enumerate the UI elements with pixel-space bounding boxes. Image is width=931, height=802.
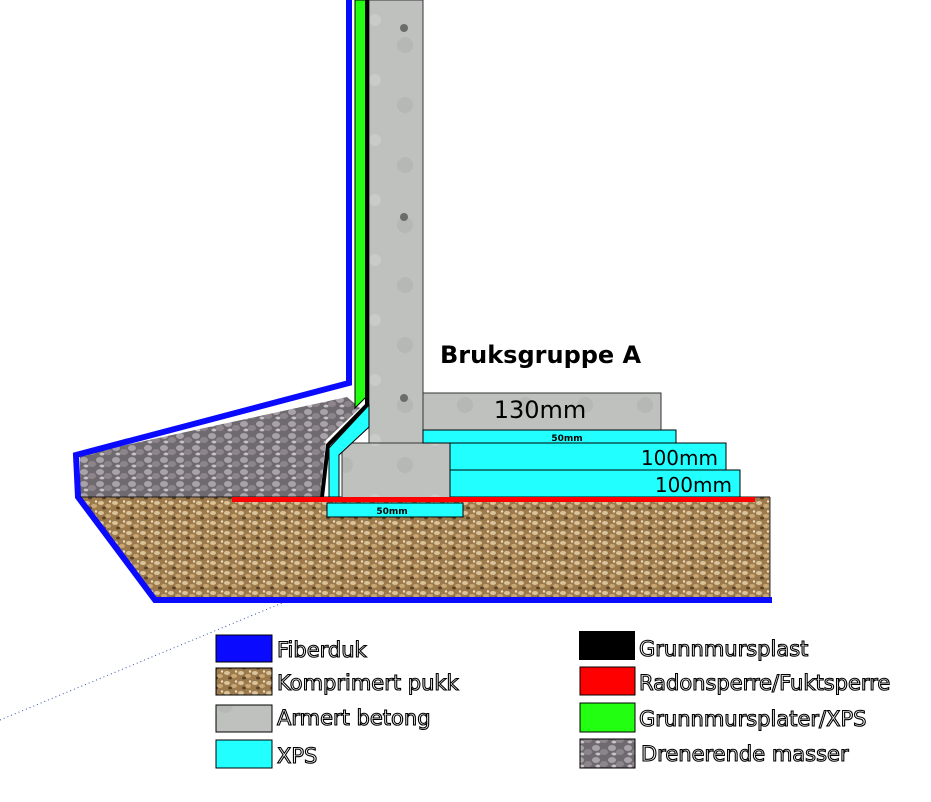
slab-thickness-label: 130mm [494,396,587,424]
legend-swatch-grunnmursplater [579,702,636,733]
legend-swatch-xps [215,739,273,769]
legend-label: Komprimert pukk [277,671,460,695]
komprimert-pukk-layer [80,497,770,598]
legend: Fiberduk Komprimert pukk Armert betong X… [215,631,891,769]
legend-swatch-betong [215,704,273,733]
legend-swatch-fiberduk [215,634,273,663]
legend-swatch-grunnmursplast [579,631,635,660]
xps-layer-50-top [422,429,677,444]
legend-label: Radonsperre/Fuktsperre [639,671,890,695]
grunnmur-wall [368,0,424,444]
legend-label: Grunnmursplast [639,637,808,661]
xps-layer-100-low [449,469,741,498]
foundation-footing [341,442,451,499]
fiberduk-line [72,0,772,603]
diagram-title: Bruksgruppe A [440,341,642,369]
legend-label: XPS [277,744,317,768]
xps-low-thickness-label: 100mm [655,473,732,497]
legend-swatch-pukk [215,667,273,696]
floor-slab [422,392,662,431]
radonsperre-line [232,497,755,502]
grunnmursplast-membrane [320,0,369,498]
dotted-guide-line [0,602,283,721]
legend-swatch-radonsperre [579,666,636,696]
xps-layer-100-mid [449,442,727,471]
drenerende-masser-layer [80,397,360,497]
legend-label: Fiberduk [277,638,368,662]
xps-top-thickness-label: 50mm [551,434,582,444]
xps-under-footing-label: 50mm [376,507,407,517]
legend-label: Drenerende masser [641,742,849,766]
xps-under-footing [326,502,464,518]
legend-label: Grunnmursplater/XPS [639,707,866,731]
xps-mid-thickness-label: 100mm [641,446,718,470]
legend-label: Armert betong [277,706,431,730]
legend-swatch-drenerende [579,738,636,769]
